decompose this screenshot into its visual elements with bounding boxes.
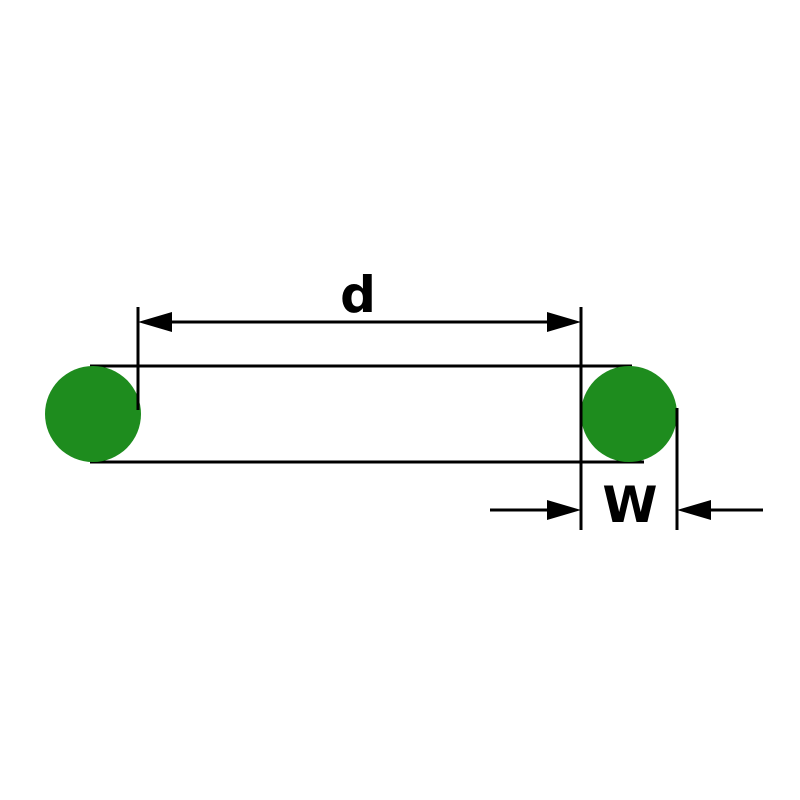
diameter-arrowhead-right bbox=[547, 312, 581, 332]
cross-section-width-label: W bbox=[602, 476, 657, 534]
diameter-arrowhead-left bbox=[138, 312, 172, 332]
width-arrowhead-left bbox=[547, 500, 581, 520]
width-arrowhead-right bbox=[677, 500, 711, 520]
inner-diameter-label: d bbox=[340, 266, 376, 324]
o-ring-left-cross-section bbox=[45, 366, 141, 462]
o-ring-right-cross-section bbox=[581, 366, 677, 462]
